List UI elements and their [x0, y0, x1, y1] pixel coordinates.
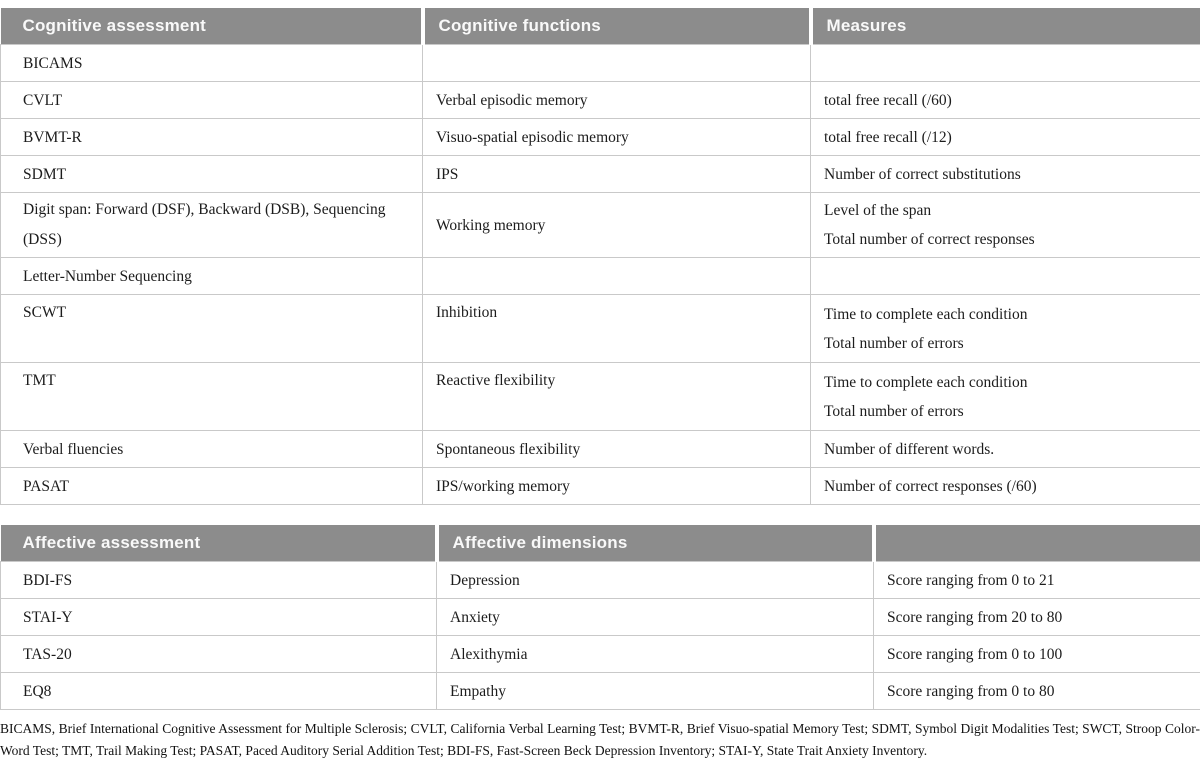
measure-line: Number of different words.: [824, 440, 995, 458]
cell-assessment: CVLT: [0, 81, 423, 119]
table-row-sdmt: SDMT IPS Number of correct substitutions: [0, 155, 1200, 193]
cell-functions: Inhibition: [422, 294, 811, 363]
cell-assessment: STAI-Y: [0, 598, 437, 636]
cell-functions: Working memory: [422, 192, 811, 258]
measure-line: Level of the span: [824, 202, 932, 219]
cell-functions: [422, 44, 811, 82]
tables-gap: [0, 505, 1200, 525]
cell-assessment: SDMT: [0, 155, 423, 193]
table-row-pasat: PASAT IPS/working memory Number of corre…: [0, 467, 1200, 505]
cell-measures: Number of correct substitutions: [810, 155, 1200, 193]
cell-functions: IPS/working memory: [422, 467, 811, 505]
cell-dimension: Depression: [436, 561, 874, 599]
table-row-tmt: TMT Reactive flexibility Time to complet…: [0, 362, 1200, 431]
affective-table: Affective assessment Affective dimension…: [0, 525, 1200, 710]
cell-functions: Reactive flexibility: [422, 362, 811, 431]
measure-line: Total number of errors: [824, 334, 964, 352]
cell-measures: total free recall (/60): [810, 81, 1200, 119]
cognitive-table: Cognitive assessment Cognitive functions…: [0, 8, 1200, 505]
table-row-cvlt: CVLT Verbal episodic memory total free r…: [0, 81, 1200, 119]
cell-assessment: BVMT-R: [0, 118, 423, 156]
column-header-cognitive-functions: Cognitive functions: [420, 8, 811, 45]
cell-assessment: EQ8: [0, 672, 437, 710]
table-row-letter-number: Letter-Number Sequencing: [0, 257, 1200, 295]
cell-functions: [422, 257, 811, 295]
cell-measures: Number of correct responses (/60): [810, 467, 1200, 505]
table-row-bvmtr: BVMT-R Visuo-spatial episodic memory tot…: [0, 118, 1200, 156]
cell-assessment: PASAT: [0, 467, 423, 505]
column-header-cognitive-assessment: Cognitive assessment: [0, 8, 423, 45]
cell-measures: total free recall (/12): [810, 118, 1200, 156]
cell-assessment: SCWT: [0, 294, 423, 363]
cell-measure: Score ranging from 20 to 80: [873, 598, 1200, 636]
measure-line: Total number of correct responses: [824, 231, 1035, 248]
cell-assessment: Verbal fluencies: [0, 430, 423, 468]
cell-assessment: BDI-FS: [0, 561, 437, 599]
column-header-measures: Measures: [808, 8, 1200, 45]
measure-line: Time to complete each condition: [824, 373, 1028, 391]
cell-measures: Time to complete each condition Total nu…: [810, 294, 1200, 363]
table-row-verbal-fluencies: Verbal fluencies Spontaneous flexibility…: [0, 430, 1200, 468]
measure-line: Time to complete each condition: [824, 305, 1028, 323]
cell-functions: Verbal episodic memory: [422, 81, 811, 119]
table-row-scwt: SCWT Inhibition Time to complete each co…: [0, 294, 1200, 363]
cell-measures: Time to complete each condition Total nu…: [810, 362, 1200, 431]
cell-measure: Score ranging from 0 to 21: [873, 561, 1200, 599]
cell-dimension: Anxiety: [436, 598, 874, 636]
cell-dimension: Alexithymia: [436, 635, 874, 673]
cognitive-header-row: Cognitive assessment Cognitive functions…: [0, 8, 1200, 45]
table-row-bdifs: BDI-FS Depression Score ranging from 0 t…: [0, 561, 1200, 599]
cell-functions: Visuo-spatial episodic memory: [422, 118, 811, 156]
table-row-bicams: BICAMS: [0, 44, 1200, 82]
cell-measures: Level of the span Total number of correc…: [810, 192, 1200, 258]
cell-functions: IPS: [422, 155, 811, 193]
column-header-empty: [871, 525, 1200, 562]
cell-assessment: TMT: [0, 362, 423, 431]
table-row-digit-span: Digit span: Forward (DSF), Backward (DSB…: [0, 192, 1200, 258]
measure-line: total free recall (/12): [824, 128, 952, 146]
affective-header-row: Affective assessment Affective dimension…: [0, 525, 1200, 562]
cell-measure: Score ranging from 0 to 80: [873, 672, 1200, 710]
measure-line: Number of correct responses (/60): [824, 477, 1037, 495]
cell-measures: [810, 257, 1200, 295]
table-row-eq8: EQ8 Empathy Score ranging from 0 to 80: [0, 672, 1200, 710]
measure-line: total free recall (/60): [824, 91, 952, 109]
table-row-staiy: STAI-Y Anxiety Score ranging from 20 to …: [0, 598, 1200, 636]
cell-dimension: Empathy: [436, 672, 874, 710]
measure-line: Number of correct substitutions: [824, 165, 1021, 183]
cell-measures: [810, 44, 1200, 82]
cell-assessment: Letter-Number Sequencing: [0, 257, 423, 295]
column-header-affective-dimensions: Affective dimensions: [434, 525, 874, 562]
table-row-tas20: TAS-20 Alexithymia Score ranging from 0 …: [0, 635, 1200, 673]
measure-line: Total number of errors: [824, 402, 964, 420]
cell-measure: Score ranging from 0 to 100: [873, 635, 1200, 673]
cell-assessment: BICAMS: [0, 44, 423, 82]
cell-assessment: Digit span: Forward (DSF), Backward (DSB…: [0, 192, 423, 258]
abbreviations-footnote: BICAMS, Brief International Cognitive As…: [0, 721, 1200, 758]
cell-functions: Spontaneous flexibility: [422, 430, 811, 468]
cell-measures: Number of different words.: [810, 430, 1200, 468]
cell-assessment: TAS-20: [0, 635, 437, 673]
column-header-affective-assessment: Affective assessment: [0, 525, 437, 562]
